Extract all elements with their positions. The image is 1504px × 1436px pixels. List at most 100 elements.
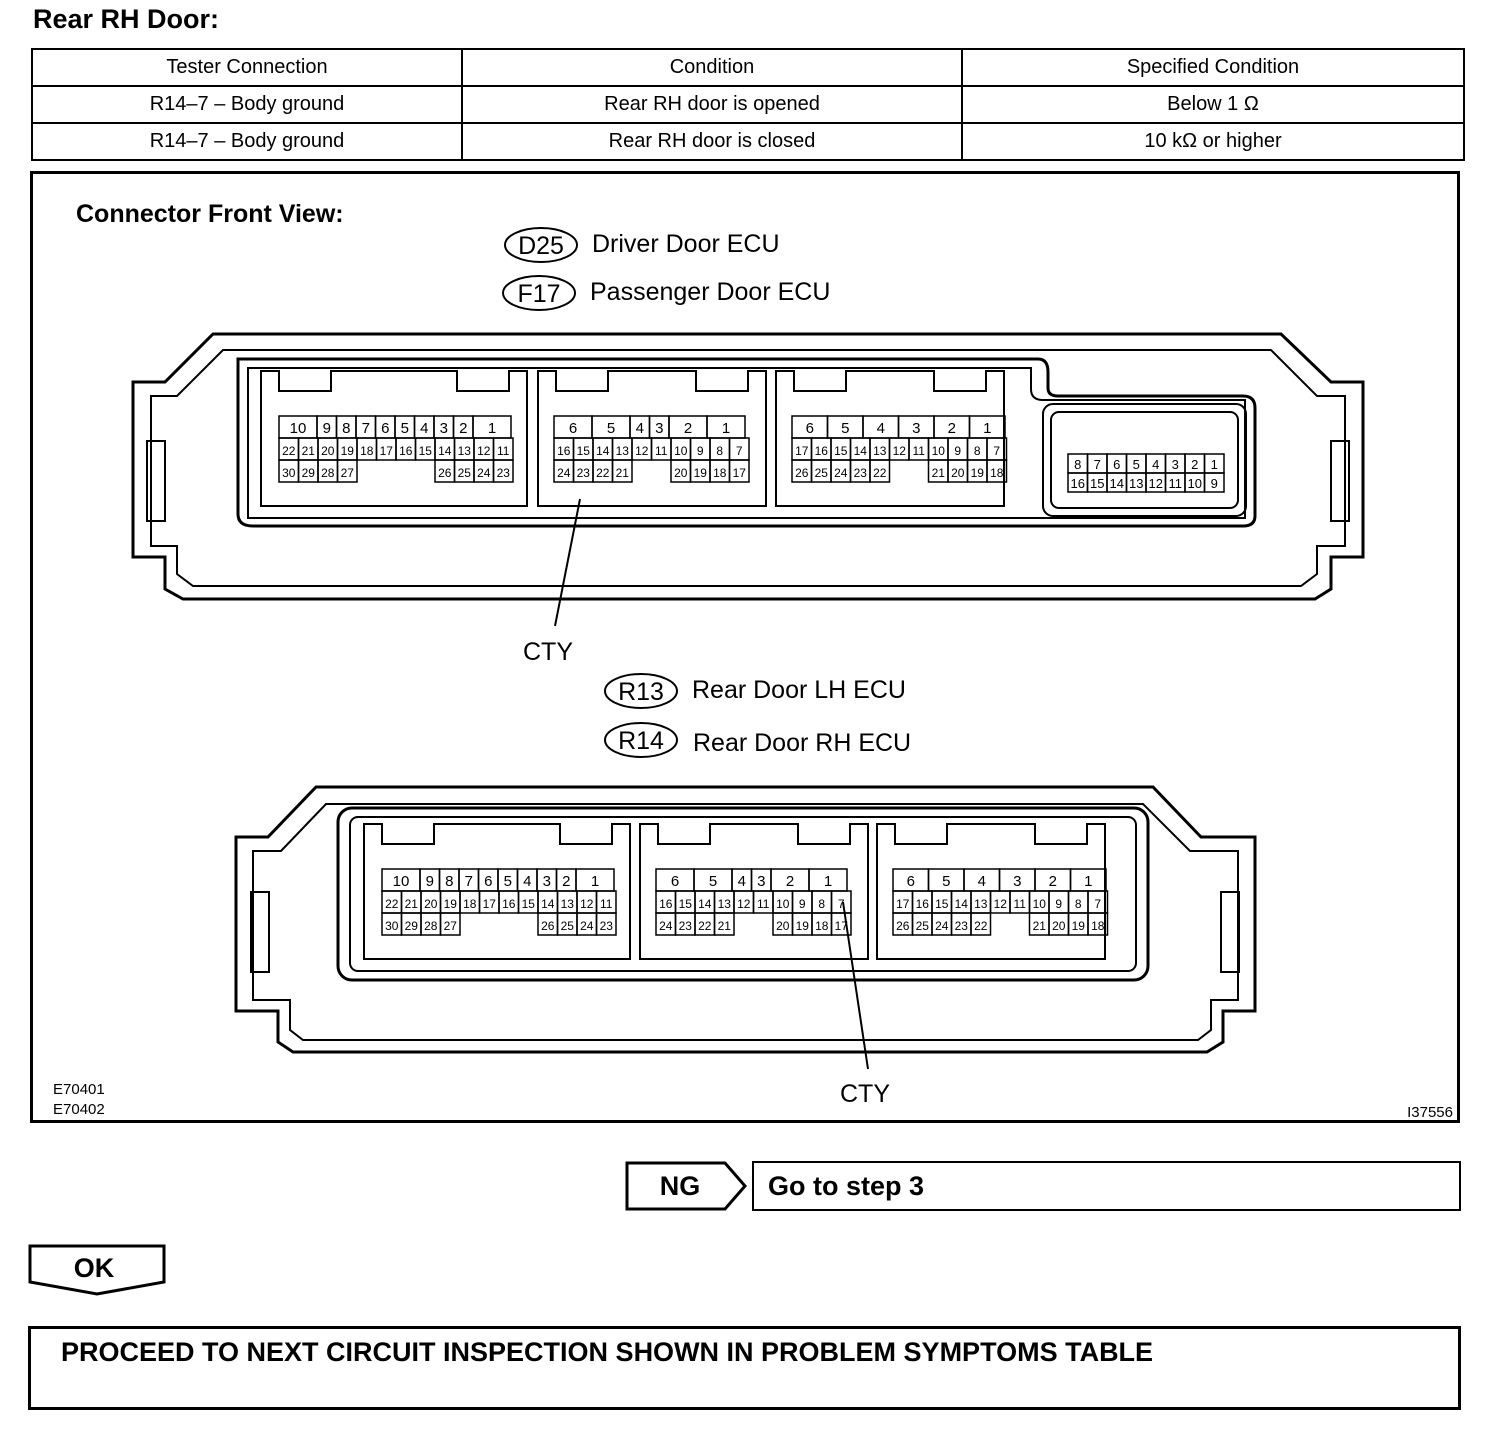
ng-action-link[interactable]: Go to step 3: [752, 1161, 1461, 1211]
svg-text:7: 7: [465, 873, 473, 890]
svg-text:11: 11: [913, 444, 926, 458]
svg-text:16: 16: [502, 897, 516, 911]
svg-text:27: 27: [341, 466, 355, 480]
svg-text:24: 24: [935, 919, 949, 933]
svg-text:21: 21: [302, 444, 316, 458]
svg-text:15: 15: [522, 897, 536, 911]
svg-text:25: 25: [916, 919, 930, 933]
svg-text:8: 8: [342, 420, 350, 437]
svg-text:12: 12: [635, 444, 649, 458]
svg-text:11: 11: [1169, 476, 1183, 491]
svg-text:11: 11: [757, 897, 770, 911]
svg-text:15: 15: [679, 897, 693, 911]
connector-diagram: Connector Front View: D25 Driver Door EC…: [30, 171, 1460, 1123]
svg-text:17: 17: [896, 897, 910, 911]
connector-code-oval: [604, 722, 678, 758]
svg-text:5: 5: [841, 420, 849, 437]
svg-text:13: 13: [458, 444, 472, 458]
figure-code: E70401: [53, 1081, 105, 1098]
svg-text:13: 13: [1129, 476, 1143, 491]
svg-text:25: 25: [815, 466, 829, 480]
svg-text:12: 12: [477, 444, 491, 458]
svg-text:25: 25: [458, 466, 472, 480]
svg-text:10: 10: [776, 897, 790, 911]
svg-text:13: 13: [873, 444, 887, 458]
svg-text:17: 17: [380, 444, 394, 458]
svg-text:3: 3: [757, 873, 765, 890]
svg-text:12: 12: [893, 444, 907, 458]
svg-text:19: 19: [341, 444, 355, 458]
svg-text:1: 1: [1084, 873, 1092, 890]
svg-text:8: 8: [1075, 897, 1082, 911]
svg-text:9: 9: [697, 444, 704, 458]
svg-text:20: 20: [424, 897, 438, 911]
svg-text:3: 3: [1013, 873, 1021, 890]
svg-text:29: 29: [302, 466, 316, 480]
svg-text:14: 14: [1110, 476, 1124, 491]
svg-text:3: 3: [543, 873, 551, 890]
svg-text:18: 18: [815, 919, 829, 933]
svg-text:9: 9: [323, 420, 331, 437]
svg-text:4: 4: [636, 420, 644, 437]
svg-text:7: 7: [838, 897, 845, 911]
svg-text:23: 23: [679, 919, 693, 933]
table-row: R14–7 – Body ground Rear RH door is clos…: [31, 122, 1465, 161]
svg-text:11: 11: [600, 897, 613, 911]
svg-text:9: 9: [426, 873, 434, 890]
svg-text:6: 6: [907, 873, 915, 890]
svg-text:2: 2: [459, 420, 467, 437]
svg-text:11: 11: [497, 444, 510, 458]
svg-text:2: 2: [562, 873, 570, 890]
svg-text:3: 3: [912, 420, 920, 437]
svg-text:10: 10: [674, 444, 688, 458]
svg-text:12: 12: [737, 897, 751, 911]
svg-text:10: 10: [393, 873, 410, 890]
svg-text:12: 12: [1149, 476, 1163, 491]
svg-text:8: 8: [1074, 457, 1081, 472]
svg-text:16: 16: [557, 444, 571, 458]
svg-text:1: 1: [591, 873, 599, 890]
svg-text:5: 5: [1133, 457, 1140, 472]
svg-text:17: 17: [483, 897, 497, 911]
svg-text:21: 21: [1033, 919, 1047, 933]
svg-text:18: 18: [360, 444, 374, 458]
spec-table: Tester Connection Condition Specified Co…: [31, 48, 1465, 161]
table-cell: Below 1 Ω: [961, 85, 1465, 124]
svg-text:4: 4: [523, 873, 531, 890]
column-header: Specified Condition: [961, 48, 1465, 87]
svg-text:14: 14: [596, 444, 610, 458]
svg-text:9: 9: [1055, 897, 1062, 911]
column-header: Tester Connection: [31, 48, 463, 87]
svg-text:3: 3: [440, 420, 448, 437]
svg-text:5: 5: [942, 873, 950, 890]
svg-text:10: 10: [932, 444, 946, 458]
connector-code-oval: [504, 227, 578, 263]
svg-text:14: 14: [541, 897, 555, 911]
svg-text:14: 14: [438, 444, 452, 458]
svg-text:5: 5: [504, 873, 512, 890]
diagram-caption: Connector Front View:: [76, 200, 344, 228]
svg-text:1: 1: [983, 420, 991, 437]
svg-text:13: 13: [561, 897, 575, 911]
svg-text:2: 2: [786, 873, 794, 890]
svg-text:24: 24: [580, 919, 594, 933]
svg-text:19: 19: [971, 466, 985, 480]
svg-text:24: 24: [659, 919, 673, 933]
svg-text:1: 1: [488, 420, 496, 437]
svg-text:4: 4: [877, 420, 885, 437]
svg-text:21: 21: [932, 466, 946, 480]
svg-text:8: 8: [818, 897, 825, 911]
table-cell: R14–7 – Body ground: [31, 85, 463, 124]
svg-text:22: 22: [974, 919, 988, 933]
svg-text:26: 26: [896, 919, 910, 933]
svg-text:20: 20: [674, 466, 688, 480]
svg-text:7: 7: [1094, 457, 1101, 472]
svg-text:15: 15: [834, 444, 848, 458]
svg-text:15: 15: [1090, 476, 1104, 491]
ng-label: NG: [660, 1171, 701, 1201]
